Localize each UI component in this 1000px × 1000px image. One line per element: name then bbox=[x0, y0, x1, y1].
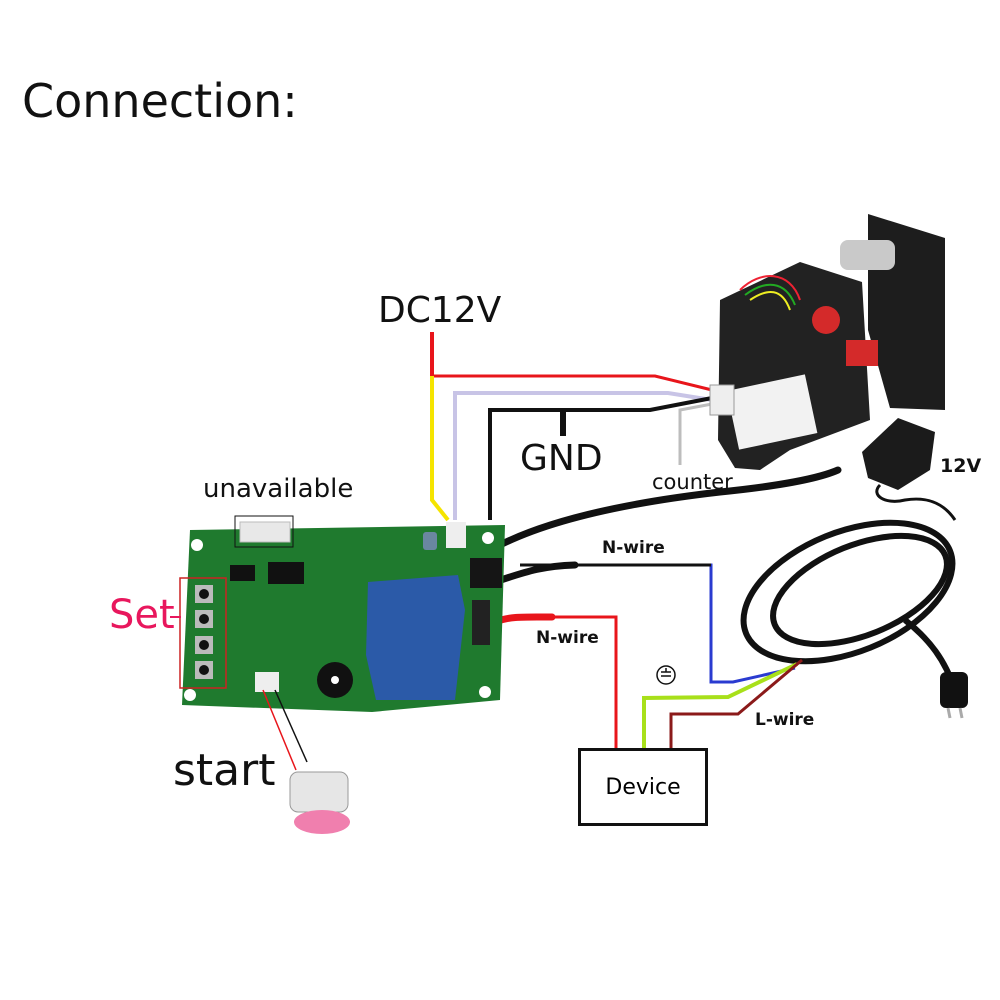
start-label: start bbox=[173, 745, 276, 796]
gnd-label: GND bbox=[520, 438, 603, 479]
power-adapter bbox=[862, 418, 957, 521]
counter-label: counter bbox=[652, 470, 733, 494]
l-wire bbox=[669, 658, 803, 748]
yellow-wire bbox=[430, 376, 450, 522]
gnd-wire bbox=[488, 396, 713, 520]
counter-cable bbox=[496, 466, 842, 549]
relay-n-wire bbox=[552, 615, 618, 748]
earth-symbol-icon bbox=[656, 665, 676, 685]
start-red-wire bbox=[262, 689, 297, 771]
adapter-voltage-label: 12V bbox=[940, 455, 982, 477]
device-label: Device bbox=[605, 774, 681, 800]
relay-red-cable bbox=[491, 613, 556, 626]
dc12v-wire bbox=[430, 332, 713, 392]
n-wire-relay-label: N-wire bbox=[536, 628, 599, 648]
unavailable-connector-highlight bbox=[234, 515, 294, 548]
coin-acceptor bbox=[709, 214, 945, 470]
unavailable-label: unavailable bbox=[203, 474, 354, 504]
dc12v-label: DC12V bbox=[378, 290, 502, 331]
device-box: Device bbox=[578, 748, 708, 826]
start-black-wire bbox=[274, 689, 308, 763]
controller-board bbox=[179, 521, 505, 712]
n-wire-top-label: N-wire bbox=[602, 538, 665, 558]
l-wire-label: L-wire bbox=[755, 710, 815, 730]
lavender-wire bbox=[453, 391, 713, 520]
relay-black-cable bbox=[491, 561, 579, 586]
n-wire-blue bbox=[520, 563, 796, 684]
power-cord bbox=[740, 519, 958, 691]
page-title: Connection: bbox=[22, 74, 298, 128]
earth-wire bbox=[642, 662, 798, 748]
counter-wire bbox=[678, 402, 713, 465]
plug bbox=[940, 672, 968, 719]
set-label: Set bbox=[109, 592, 175, 638]
start-button bbox=[289, 771, 350, 834]
